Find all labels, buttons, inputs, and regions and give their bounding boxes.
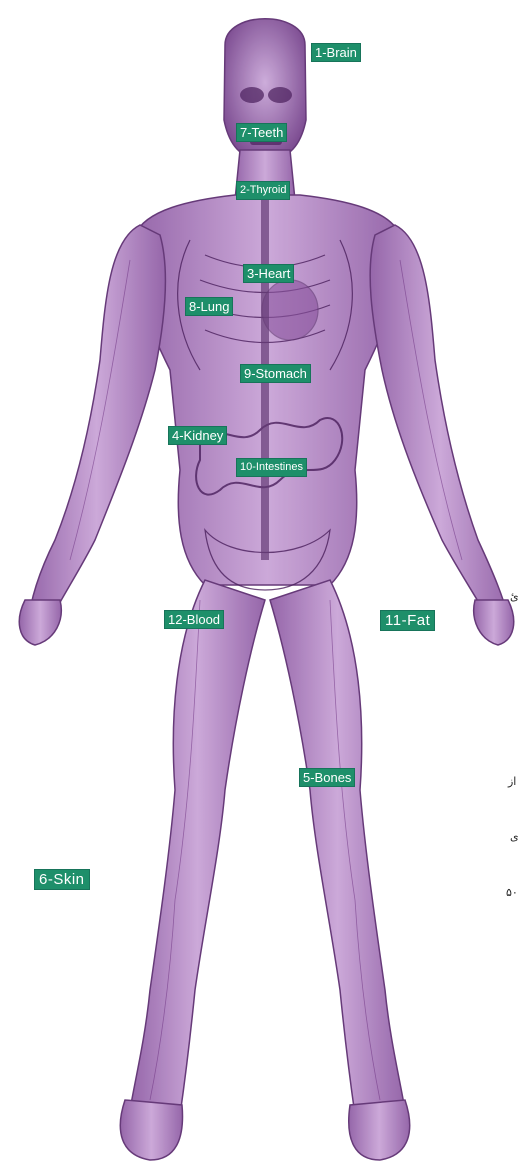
label-thyroid: 2-Thyroid <box>236 181 290 200</box>
right-foot-shape <box>349 1100 410 1160</box>
side-text-3: ی <box>510 830 519 843</box>
label-brain: 1-Brain <box>311 43 361 62</box>
side-text-4: ۵۰ <box>506 886 518 899</box>
label-fat: 11-Fat <box>380 610 435 631</box>
right-leg-shape <box>270 580 405 1115</box>
label-heart: 3-Heart <box>243 264 294 283</box>
left-arm-shape <box>28 225 165 630</box>
label-skin: 6-Skin <box>34 869 90 890</box>
left-leg-shape <box>130 580 265 1115</box>
right-hand-shape <box>474 600 514 645</box>
left-hand-shape <box>19 600 61 645</box>
side-text-2: از <box>508 775 516 788</box>
left-foot-shape <box>120 1100 182 1160</box>
label-stomach: 9-Stomach <box>240 364 311 383</box>
label-bones: 5-Bones <box>299 768 355 787</box>
heart-organ <box>262 280 318 340</box>
label-lung: 8-Lung <box>185 297 233 316</box>
label-kidney: 4-Kidney <box>168 426 227 445</box>
label-teeth: 7-Teeth <box>236 123 287 142</box>
right-arm-shape <box>370 225 510 630</box>
side-text-1: ئ <box>510 590 519 603</box>
label-blood: 12-Blood <box>164 610 224 629</box>
label-intestines: 10-Intestines <box>236 458 307 477</box>
